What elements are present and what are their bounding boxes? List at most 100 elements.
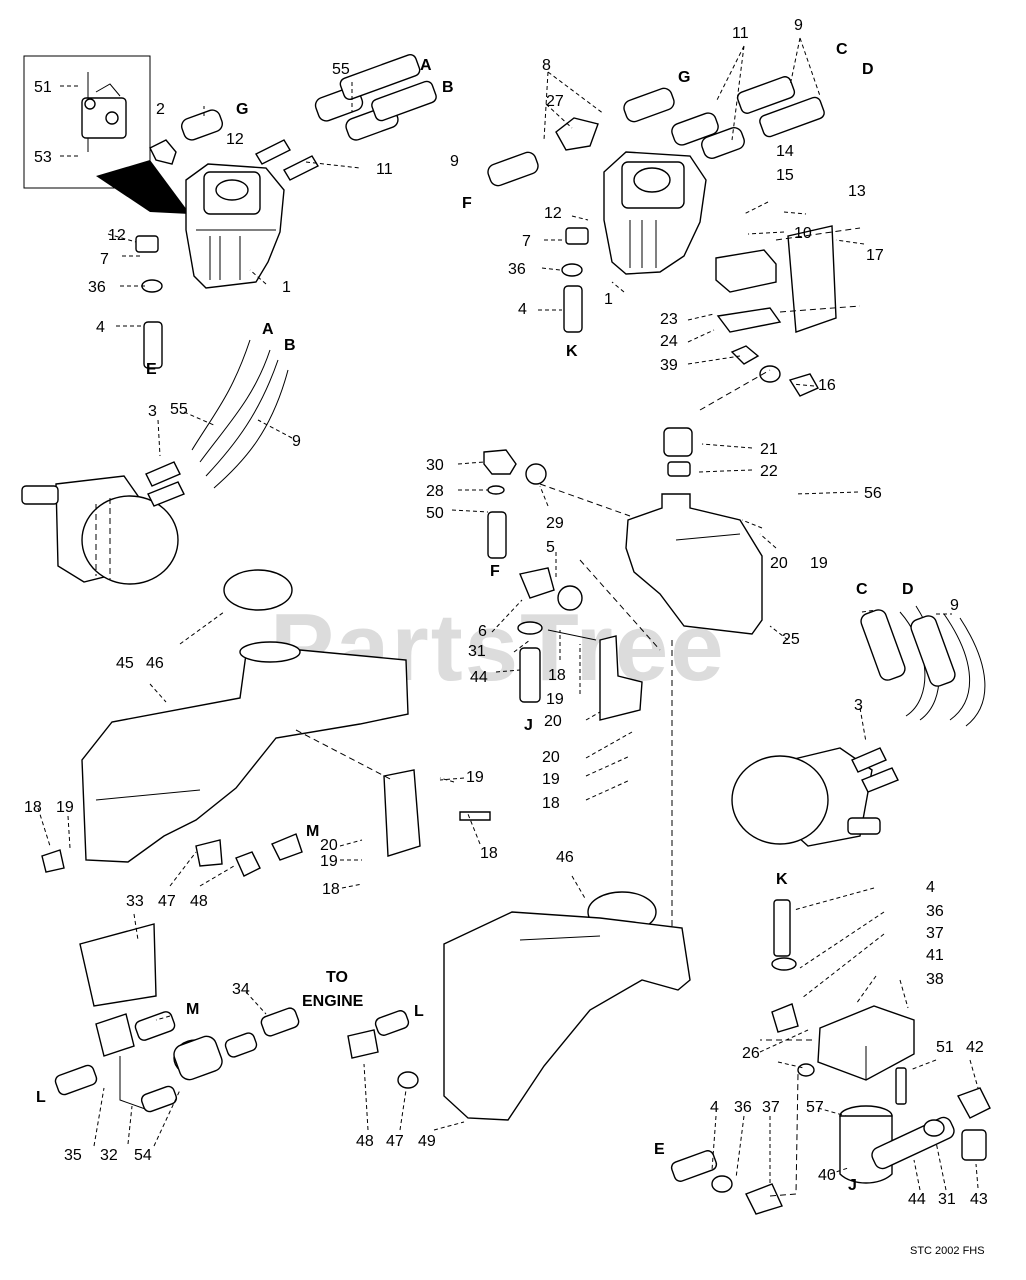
callout: 9 <box>292 433 301 450</box>
callout: 18 <box>542 795 560 812</box>
callout: 2 <box>156 101 165 118</box>
callout: 45 <box>116 655 134 672</box>
callout: 31 <box>468 643 486 660</box>
motor-left <box>21 339 289 585</box>
callout: 33 <box>126 893 144 910</box>
to-engine-label-line1: TO <box>326 969 348 986</box>
callout: 34 <box>232 981 250 998</box>
callout: 44 <box>908 1191 926 1208</box>
callout-letter: E <box>654 1141 665 1158</box>
callout: 23 <box>660 311 678 328</box>
callout: 16 <box>818 377 836 394</box>
tank-bottom <box>347 891 691 1121</box>
callout: 17 <box>866 247 884 264</box>
callout: 44 <box>470 669 488 686</box>
motor-right <box>731 605 986 847</box>
callout: 9 <box>950 597 959 614</box>
callout: 51 <box>34 79 52 96</box>
callout: 3 <box>148 403 157 420</box>
callout-letter: D <box>902 581 914 598</box>
callout-letter: B <box>442 79 454 96</box>
callout: 19 <box>810 555 828 572</box>
callout: 38 <box>926 971 944 988</box>
callout: 22 <box>760 463 778 480</box>
callout: 19 <box>542 771 560 788</box>
callout: 3 <box>854 697 863 714</box>
callout: 25 <box>782 631 800 648</box>
callout: 6 <box>478 623 487 640</box>
callout-letter: A <box>420 57 432 74</box>
callout: 29 <box>546 515 564 532</box>
callout: 7 <box>522 233 531 250</box>
callout: 36 <box>734 1099 752 1116</box>
callout: 56 <box>864 485 882 502</box>
callout-letter: D <box>862 61 874 78</box>
callout: 7 <box>100 251 109 268</box>
callout: 36 <box>926 903 944 920</box>
callout: 20 <box>542 749 560 766</box>
fuel-valve-assembly <box>54 923 300 1113</box>
callout: 18 <box>548 667 566 684</box>
callout: 20 <box>320 837 338 854</box>
tank-left <box>41 569 491 877</box>
pump-right <box>487 76 861 411</box>
callout: 39 <box>660 357 678 374</box>
callout: 9 <box>450 153 459 170</box>
callout: 15 <box>776 167 794 184</box>
callout: 5 <box>546 539 555 556</box>
callout: 51 <box>936 1039 954 1056</box>
callout: 11 <box>732 25 749 42</box>
callout: 8 <box>542 57 551 74</box>
callout: 37 <box>762 1099 780 1116</box>
callout: 31 <box>938 1191 956 1208</box>
callout: 48 <box>190 893 208 910</box>
callout: 20 <box>544 713 562 730</box>
callout: 18 <box>322 881 340 898</box>
callout: 36 <box>508 261 526 278</box>
callout: 20 <box>770 555 788 572</box>
callout: 55 <box>332 61 350 78</box>
leader-lines <box>37 37 979 1191</box>
callout: 1 <box>282 279 291 296</box>
callout-letter: J <box>524 717 533 734</box>
callout: 11 <box>376 161 393 178</box>
callout: 50 <box>426 505 444 522</box>
callout: 1 <box>604 291 613 308</box>
callout: 13 <box>848 183 866 200</box>
callout-letter: L <box>36 1089 46 1106</box>
callout: 48 <box>356 1133 374 1150</box>
callout: 4 <box>926 879 935 896</box>
callout-letter: K <box>566 343 578 360</box>
pump-left <box>135 53 437 369</box>
callout-letter: A <box>262 321 274 338</box>
callout: 4 <box>96 319 105 336</box>
callout: 4 <box>710 1099 719 1116</box>
callout-letter: C <box>836 41 848 58</box>
callout: 42 <box>966 1039 984 1056</box>
callout: 19 <box>546 691 564 708</box>
callout: 26 <box>742 1045 760 1062</box>
callout-letter: J <box>848 1177 857 1194</box>
callout: 35 <box>64 1147 82 1164</box>
callout-letter: M <box>186 1001 199 1018</box>
callout-letter: K <box>776 871 788 888</box>
callout: 32 <box>100 1147 118 1164</box>
callout-letter: M <box>306 823 319 840</box>
callout-letter: B <box>284 337 296 354</box>
callout: 21 <box>760 441 778 458</box>
callout-letter: L <box>414 1003 424 1020</box>
filter-manifold <box>670 899 991 1215</box>
callout: 18 <box>480 845 498 862</box>
callout: 9 <box>794 17 803 34</box>
callout: 10 <box>794 225 812 242</box>
callout-letter: C <box>856 581 868 598</box>
callout: 4 <box>518 301 527 318</box>
callout: 27 <box>546 93 564 110</box>
callout: 53 <box>34 149 52 166</box>
callout: 41 <box>926 947 944 964</box>
callout: 18 <box>24 799 42 816</box>
callout: 37 <box>926 925 944 942</box>
callout-letter: G <box>236 101 248 118</box>
callout-letter: G <box>678 69 690 86</box>
